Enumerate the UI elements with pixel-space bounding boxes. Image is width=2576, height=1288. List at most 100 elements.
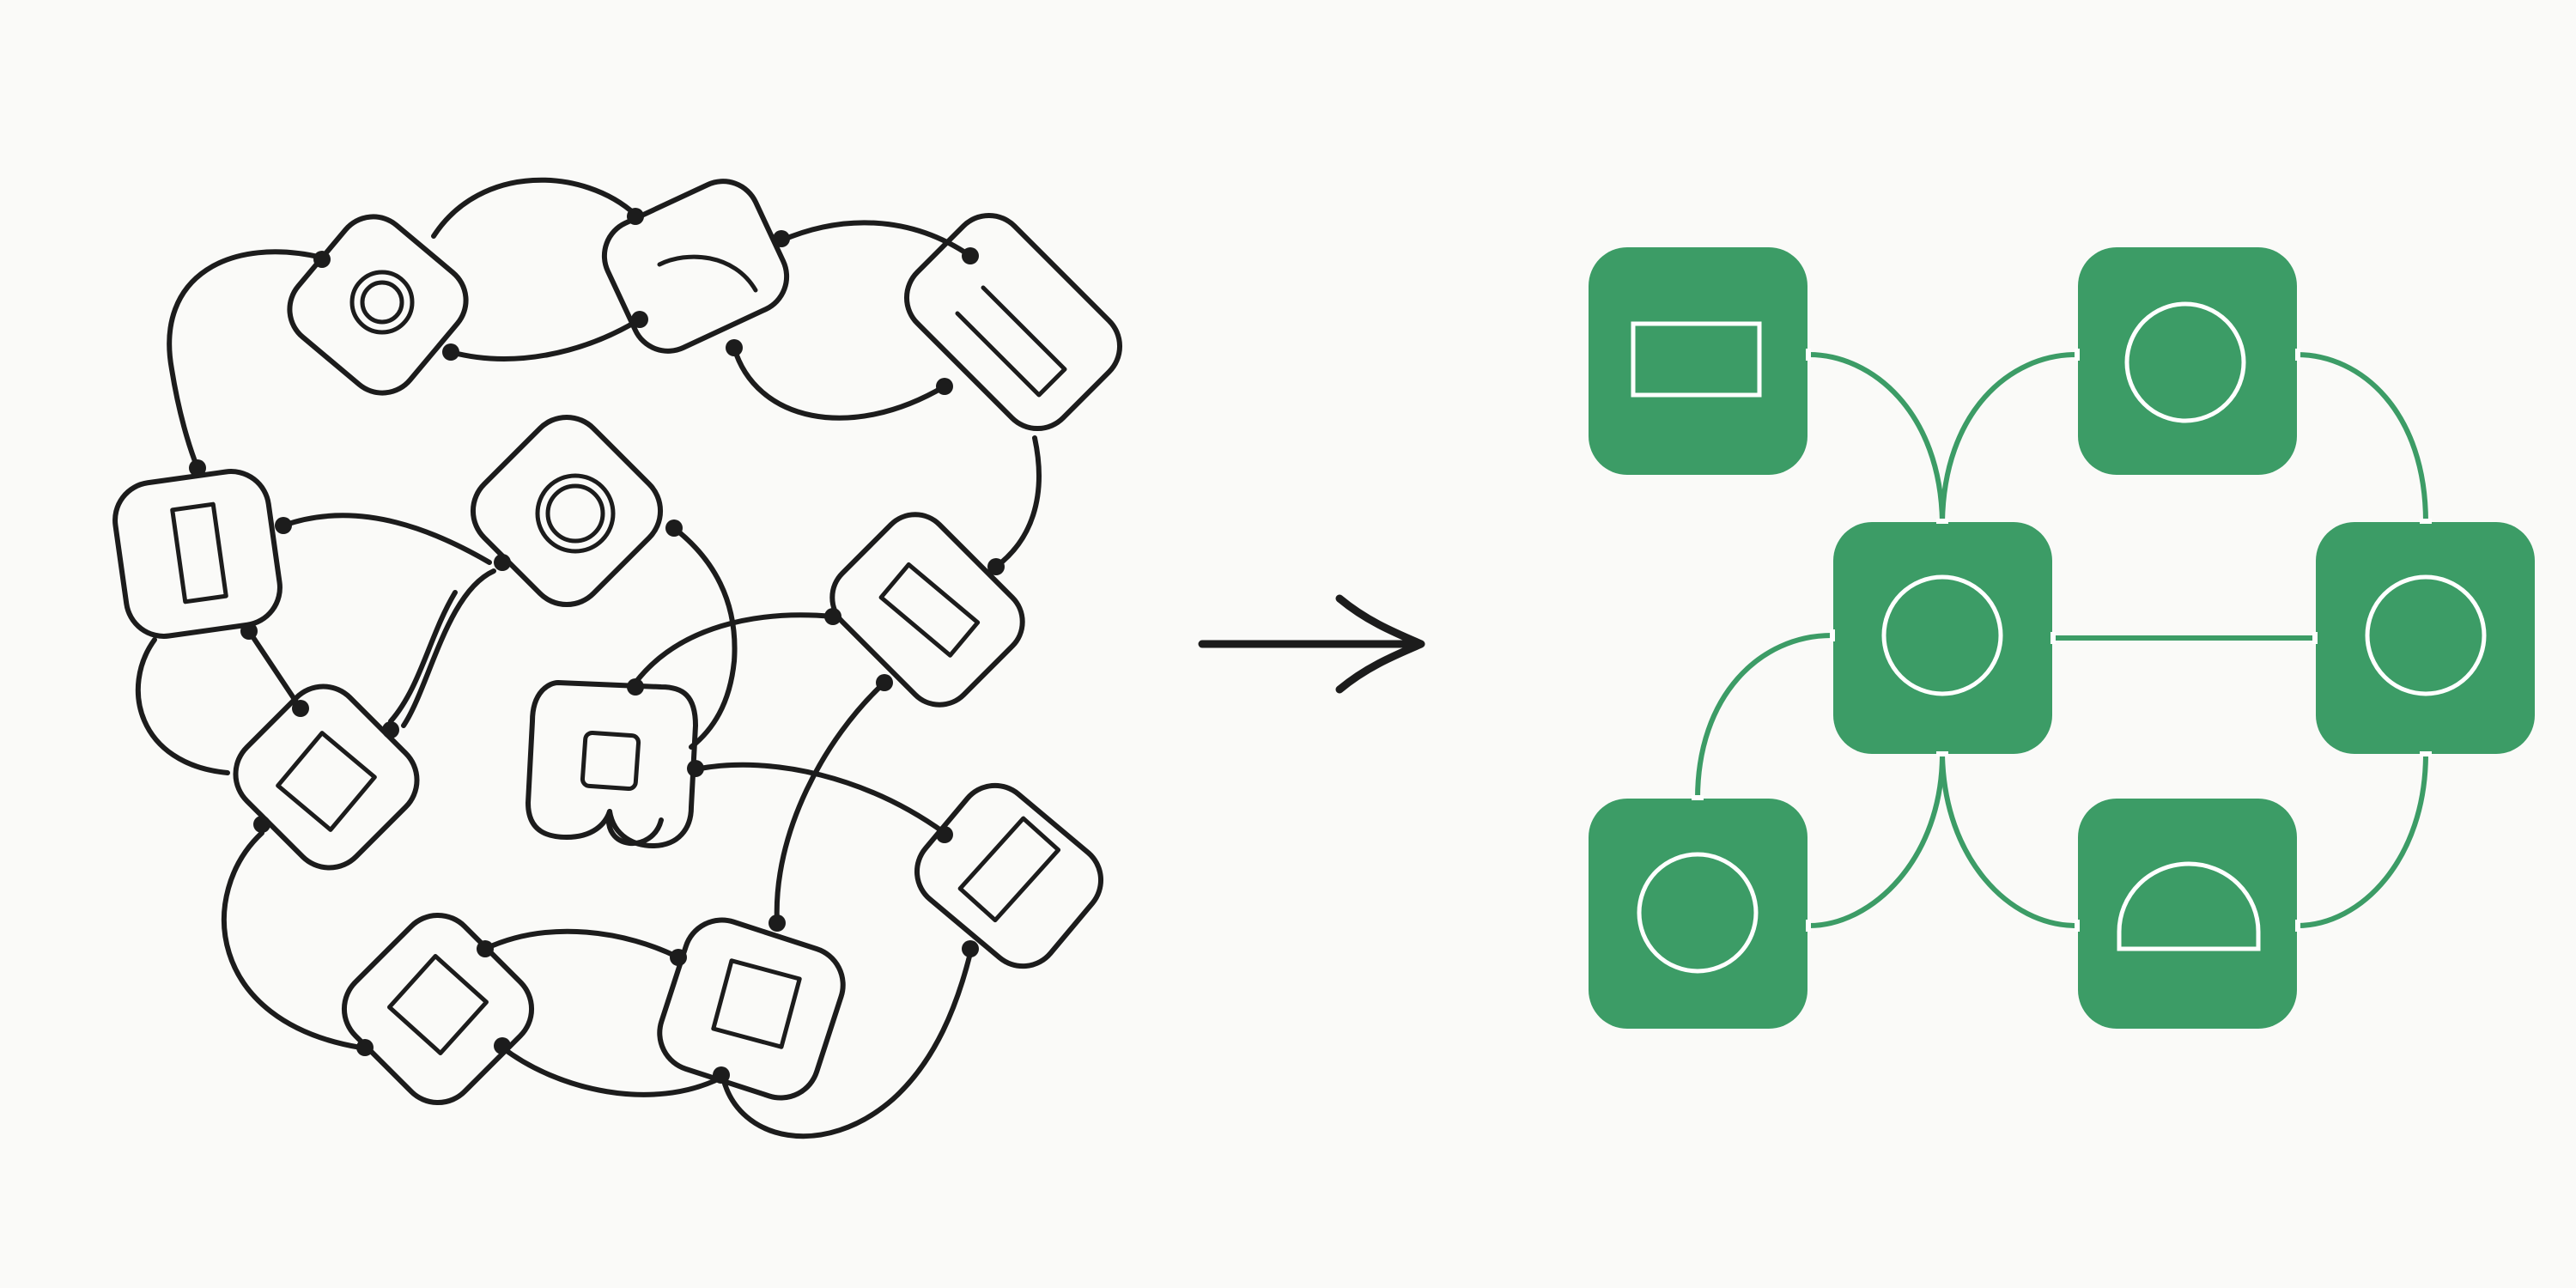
junction-dot xyxy=(962,247,979,264)
circle-icon xyxy=(2124,301,2246,423)
arrow-head xyxy=(1335,594,1425,694)
junction-dot xyxy=(665,519,683,537)
circle-icon xyxy=(545,483,605,544)
tangled-edge xyxy=(135,637,230,775)
tangled-edge xyxy=(483,928,681,960)
junction-dot xyxy=(627,208,644,225)
circle-icon xyxy=(1881,574,2003,696)
junction-dot xyxy=(292,700,309,717)
double-line-icon xyxy=(955,285,1067,398)
junction-dot xyxy=(773,230,790,247)
organized-network xyxy=(1589,247,2535,1029)
port xyxy=(1692,795,1704,800)
tangled-node xyxy=(526,680,698,848)
rectangle-icon xyxy=(1631,321,1762,398)
junction-dot xyxy=(477,940,494,957)
tangled-edge xyxy=(221,830,363,1050)
node-bottom-left xyxy=(1589,799,1807,1029)
junction-dot xyxy=(687,760,704,777)
circle-icon xyxy=(2365,574,2487,696)
node-ports xyxy=(1692,349,2432,932)
junction-dot xyxy=(240,623,258,640)
tangled-edge xyxy=(732,345,947,421)
junction-dot xyxy=(275,517,292,534)
circle-icon xyxy=(349,270,415,335)
tangled-icons xyxy=(170,254,1067,1055)
junction-dot xyxy=(442,343,459,361)
square-icon xyxy=(276,731,377,832)
port xyxy=(1806,349,1811,361)
tangled-node xyxy=(601,179,790,354)
tangled-edge xyxy=(500,1045,724,1097)
organized-edge xyxy=(1940,751,2079,928)
junction-dot xyxy=(670,949,687,966)
junction-dot xyxy=(494,554,511,571)
port xyxy=(2295,349,2300,361)
tangled-node xyxy=(341,912,535,1106)
port xyxy=(1806,920,1811,932)
organized-edge xyxy=(2294,751,2428,928)
tangled-network xyxy=(112,177,1123,1139)
junction-dot xyxy=(494,1037,511,1054)
junction-dot xyxy=(726,339,743,356)
tangled-node xyxy=(287,214,469,396)
port xyxy=(2312,632,2318,644)
junction-dot xyxy=(313,251,331,268)
half-circle-icon xyxy=(2117,861,2261,951)
port xyxy=(1936,751,1948,756)
node-middle-right xyxy=(2316,522,2535,754)
rectangle-icon xyxy=(170,501,228,605)
port xyxy=(2075,349,2080,361)
junction-dot xyxy=(713,1066,730,1084)
port xyxy=(1830,629,1835,641)
junction-dot xyxy=(253,816,270,833)
tangled-edge xyxy=(431,177,638,239)
junction-dot xyxy=(962,940,979,957)
tangled-edge xyxy=(388,590,458,724)
tangled-edge xyxy=(448,319,638,361)
tangled-node xyxy=(657,917,846,1101)
tangled-edge xyxy=(697,762,947,835)
tangled-node xyxy=(233,683,420,871)
tangled-junctions xyxy=(189,208,1005,1084)
tangled-edge xyxy=(671,526,738,750)
node-top-right xyxy=(2078,247,2297,475)
organized-edge xyxy=(1940,352,2079,525)
tangled-edge xyxy=(246,629,303,711)
tangled-edge xyxy=(605,809,664,847)
tangled-edge xyxy=(774,680,887,926)
organized-edges xyxy=(1695,352,2428,928)
rounded-square-icon xyxy=(580,730,641,792)
square-icon xyxy=(711,958,802,1049)
tangled-edge xyxy=(167,249,325,471)
junction-dot xyxy=(189,459,206,477)
junction-dot xyxy=(356,1039,374,1056)
organized-edge xyxy=(1807,751,1945,928)
junction-dot xyxy=(769,914,786,932)
circle-icon xyxy=(360,280,404,325)
port xyxy=(2420,751,2432,756)
tangled-edges xyxy=(135,177,1042,1139)
tangled-node xyxy=(470,414,664,608)
organized-nodes xyxy=(1589,247,2535,1029)
rectangle-icon xyxy=(878,562,981,658)
node-top-left xyxy=(1589,247,1807,475)
organized-edge xyxy=(1695,633,1834,801)
tangled-edge xyxy=(401,568,496,728)
tangled-edge xyxy=(633,612,835,685)
tangled-node xyxy=(903,212,1123,432)
port xyxy=(2075,920,2080,932)
port xyxy=(2295,920,2300,932)
junction-dot xyxy=(876,674,893,691)
port xyxy=(2420,519,2432,524)
junction-dot xyxy=(627,678,644,696)
junction-dot xyxy=(936,826,953,843)
organized-icons xyxy=(1631,301,2487,974)
junction-dot xyxy=(987,558,1005,575)
tangled-node xyxy=(112,469,283,639)
node-middle-left xyxy=(1833,522,2052,754)
organized-edge xyxy=(1807,352,1945,525)
arc-icon xyxy=(657,254,758,293)
